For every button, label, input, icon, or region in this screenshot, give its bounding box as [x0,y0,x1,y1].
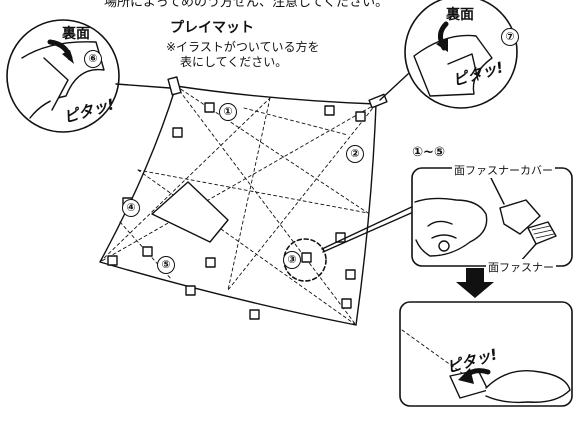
mat-note-line1: ※イラストがついている方を [166,40,320,54]
fastener-piece [527,221,557,245]
fastener-hatch [531,225,555,239]
mat-note: ※イラストがついている方を 表にしてください。 [166,40,356,70]
cover-label-leader [489,175,505,205]
step-marker-4: ④ [122,199,140,217]
hand-sketch-2 [485,370,571,404]
step-marker-1: ① [219,103,237,121]
zoom-pointer-line-a [321,203,419,250]
back-label-right: 裏面 [446,7,474,23]
result-dashed-line [401,329,495,397]
hand-sketch-1 [414,197,488,257]
callout-left-pointer [115,83,171,89]
play-mat-outline [99,85,377,326]
cover-label: 面ファスナーカバー [452,162,555,178]
step-marker-2: ② [346,145,364,163]
pole-end-left [167,76,182,96]
fastener-label: 面ファスナー [486,259,556,275]
callout-right-pointer [379,73,409,101]
step-marker-5: ⑤ [157,256,175,274]
back-label-left: 裏面 [62,26,90,42]
zoom-pointer-line-b [322,209,419,253]
step-marker-3: ③ [283,251,301,269]
cover-flap [499,199,541,235]
mat-inner-picture [151,181,229,243]
mat-title: プレイマット [170,20,254,36]
step-marker-7: ⑦ [501,28,519,46]
mat-note-line2: 表にしてください。 [180,55,288,69]
down-arrow [456,268,494,298]
top-clipped-text: 場所によってめのう方せん、注意してください。 [104,0,389,10]
step-marker-6: ⑥ [84,50,102,68]
step-range-label: ①~⑤ [412,145,445,160]
